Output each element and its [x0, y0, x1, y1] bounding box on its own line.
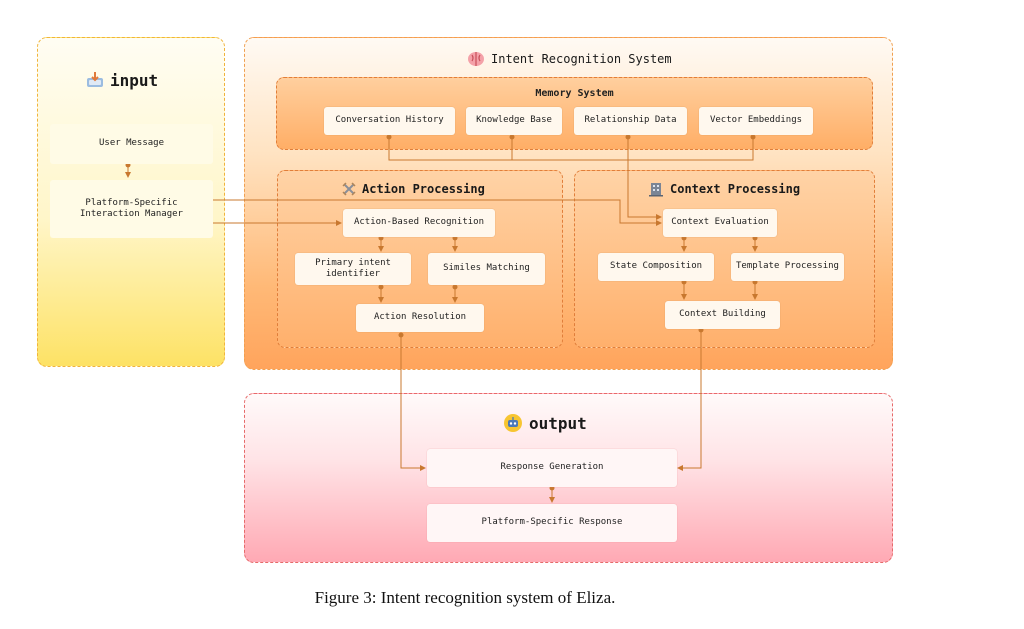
state-composition-node: State Composition [598, 253, 714, 281]
brain-icon [468, 52, 484, 66]
context-title: Context Processing [670, 182, 801, 196]
primary-intent-node: Primary intent identifier [295, 253, 411, 285]
crossed-swords-icon [342, 182, 356, 196]
building-icon [649, 183, 663, 197]
template-processing-node: Template Processing [731, 253, 844, 281]
action-header: Action Processing [342, 179, 512, 199]
memory-item-vector-embeddings: Vector Embeddings [699, 107, 813, 135]
context-header: Context Processing [648, 179, 818, 199]
figure-caption: Figure 3: Intent recognition system of E… [314, 588, 616, 607]
action-recognition-node: Action-Based Recognition [343, 209, 495, 237]
output-header: output [503, 411, 623, 435]
robot-face-icon [504, 414, 522, 432]
irs-header: Intent Recognition System [467, 49, 687, 69]
response-generation-node: Response Generation [427, 449, 677, 487]
memory-item-conversation-history: Conversation History [324, 107, 455, 135]
memory-item-knowledge-base: Knowledge Base [466, 107, 562, 135]
action-resolution-node: Action Resolution [356, 304, 484, 332]
memory-item-relationship-data: Relationship Data [574, 107, 687, 135]
similes-matching-node: Similes Matching [428, 253, 545, 285]
output-title: output [529, 413, 587, 433]
user-message-node: User Message [50, 124, 213, 164]
memory-system-title: Memory System [535, 88, 614, 99]
context-evaluation-node: Context Evaluation [663, 209, 777, 237]
input-title: input [110, 70, 159, 90]
interaction-manager-node: Platform-Specific Interaction Manager [50, 180, 213, 238]
action-title: Action Processing [362, 182, 485, 196]
irs-title: Intent Recognition System [491, 52, 672, 66]
platform-response-node: Platform-Specific Response [427, 504, 677, 542]
input-header: input [86, 68, 196, 92]
inbox-tray-icon [87, 72, 103, 87]
context-building-node: Context Building [665, 301, 780, 329]
